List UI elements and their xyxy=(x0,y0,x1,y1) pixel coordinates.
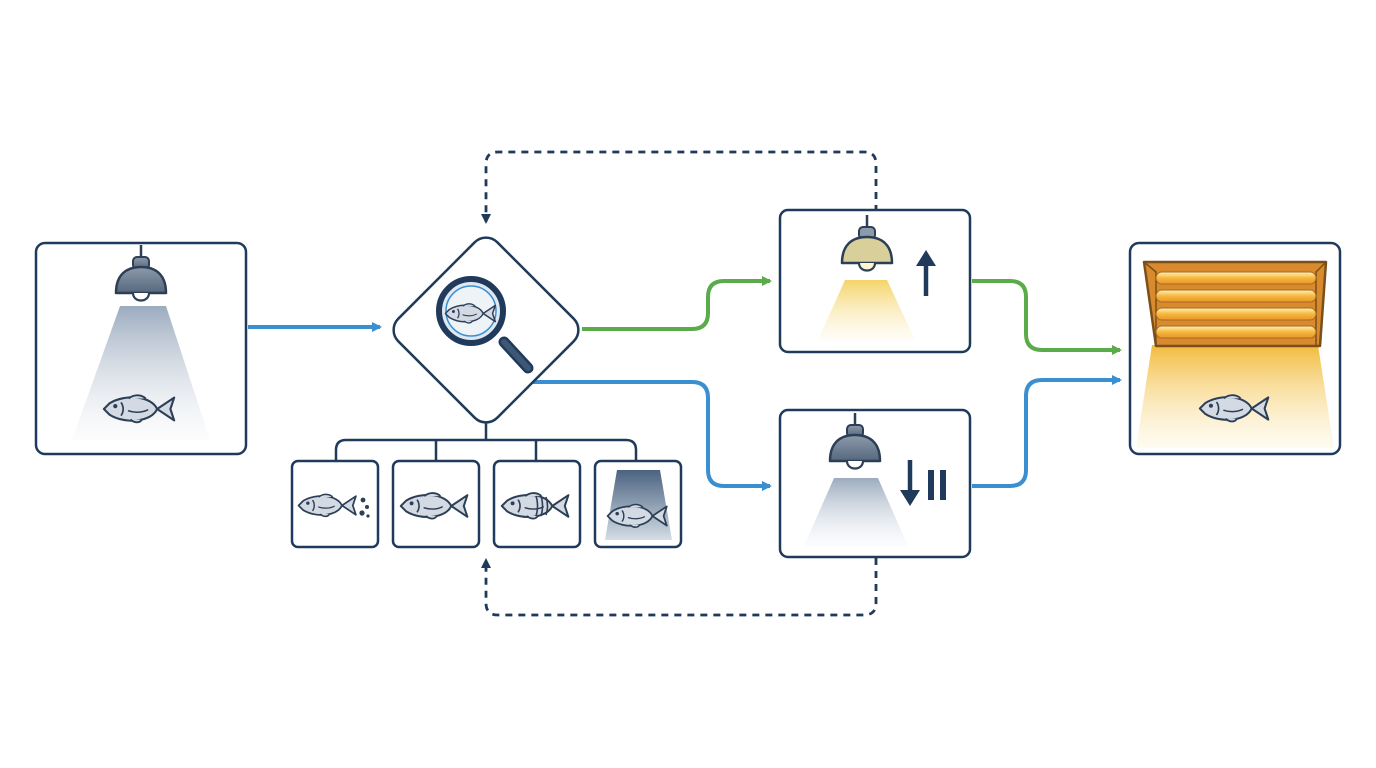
feedback-loop-top xyxy=(481,150,878,224)
magnifier-fish-icon xyxy=(436,276,534,374)
edge-brighten-to-output xyxy=(972,279,1122,355)
card-fish-shaded xyxy=(593,459,683,549)
source-tank xyxy=(34,241,248,456)
brighten-station xyxy=(778,208,972,354)
condition-cards xyxy=(290,459,683,549)
feedback-loop-bottom xyxy=(481,558,878,617)
arrow-up-icon xyxy=(916,250,936,296)
card-fish-stripes xyxy=(492,459,582,549)
dim-pause-station xyxy=(778,408,972,559)
stripes-icon xyxy=(535,495,549,517)
light-beam xyxy=(804,478,908,546)
inspection-node xyxy=(392,236,580,424)
branch-connector xyxy=(334,422,638,462)
edge-inspection-to-brighten xyxy=(582,276,772,331)
light-beam xyxy=(818,280,915,340)
output-tank xyxy=(1128,241,1342,456)
edge-dim-to-output xyxy=(972,375,1122,488)
bubbles-icon xyxy=(359,497,370,518)
card-fish-bubbles xyxy=(290,459,380,549)
fluorescent-light-panel-icon xyxy=(1142,260,1328,348)
card-fish-normal xyxy=(391,459,481,549)
connectors xyxy=(248,150,1122,617)
edge-inspection-to-dim xyxy=(533,380,772,491)
arrow-down-pause-icon xyxy=(900,460,946,506)
